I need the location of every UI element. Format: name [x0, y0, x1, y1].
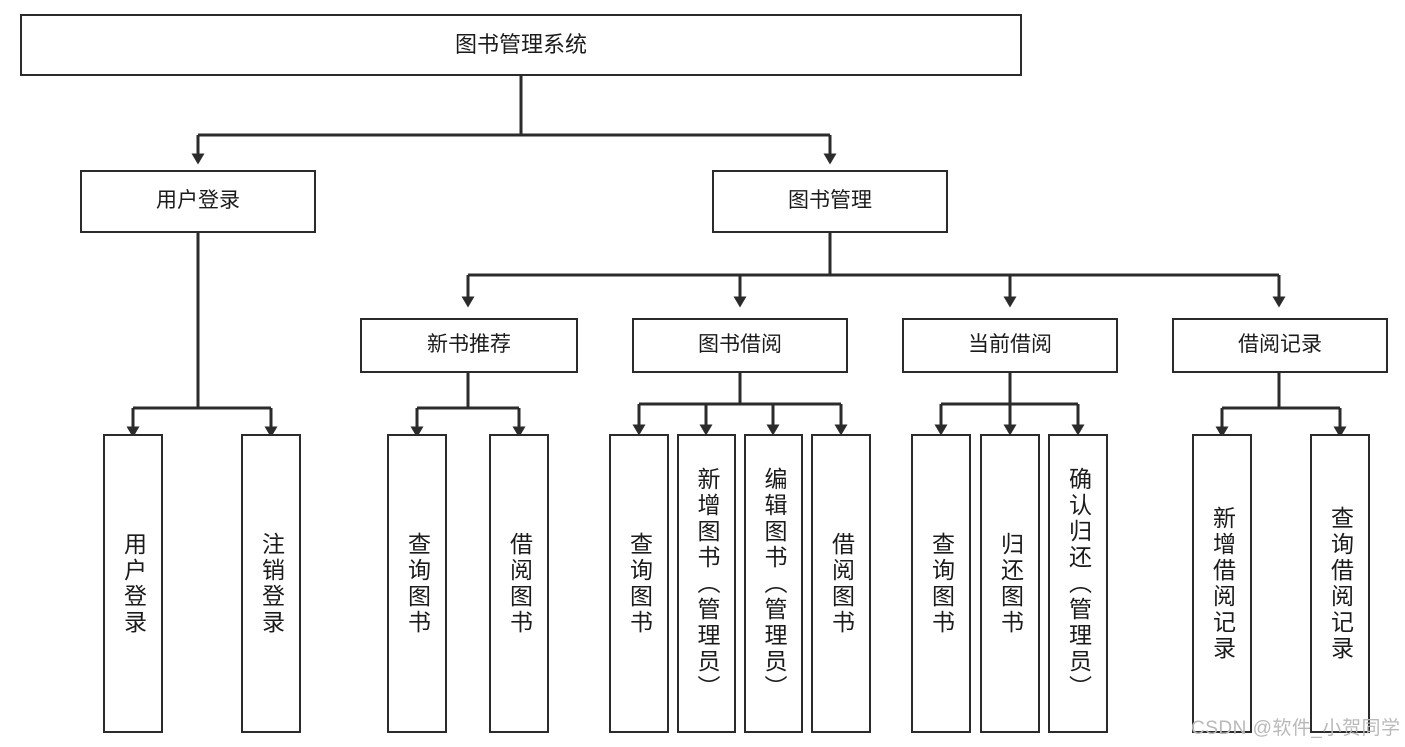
node-current-borrow-label: 当前借阅 [968, 333, 1052, 357]
node-leaf-logout-label: 注销登录 [258, 531, 285, 636]
node-book-borrow[interactable]: 图书借阅 [632, 318, 848, 373]
node-leaf-query-book-1-label: 查询图书 [404, 531, 431, 636]
node-new-book-recommend-label: 新书推荐 [427, 333, 511, 357]
node-leaf-query-book-3[interactable]: 查询图书 [911, 434, 971, 733]
node-leaf-logout[interactable]: 注销登录 [241, 434, 301, 733]
node-leaf-user-login[interactable]: 用户登录 [103, 434, 163, 733]
node-leaf-user-login-label: 用户登录 [120, 531, 147, 636]
node-leaf-add-book[interactable]: 新增图书（管理员） [677, 434, 736, 733]
node-book-borrow-label: 图书借阅 [698, 333, 782, 357]
node-leaf-return-book-label: 归还图书 [997, 531, 1024, 636]
node-leaf-confirm-return[interactable]: 确认归还（管理员） [1048, 434, 1108, 733]
node-leaf-query-book-3-label: 查询图书 [928, 531, 955, 636]
node-book-manage-label: 图书管理 [788, 189, 872, 213]
node-borrow-record-label: 借阅记录 [1238, 333, 1322, 357]
node-leaf-borrow-book-1[interactable]: 借阅图书 [489, 434, 549, 733]
node-root-label: 图书管理系统 [454, 32, 587, 58]
node-user-login-label: 用户登录 [156, 189, 240, 213]
csdn-watermark: CSDN @软件_小贺同学 [1191, 718, 1401, 739]
node-leaf-borrow-book-2-label: 借阅图书 [828, 531, 855, 636]
node-leaf-query-record-label: 查询借阅记录 [1327, 505, 1354, 662]
node-leaf-add-book-label: 新增图书（管理员） [694, 466, 720, 701]
node-leaf-add-record-label: 新增借阅记录 [1209, 505, 1236, 662]
node-leaf-query-book-2[interactable]: 查询图书 [609, 434, 669, 733]
node-leaf-borrow-book-1-label: 借阅图书 [506, 531, 533, 636]
node-new-book-recommend[interactable]: 新书推荐 [360, 318, 578, 373]
node-leaf-confirm-return-label: 确认归还（管理员） [1065, 466, 1092, 701]
node-user-login[interactable]: 用户登录 [80, 170, 316, 233]
node-root[interactable]: 图书管理系统 [20, 14, 1022, 76]
node-leaf-add-record[interactable]: 新增借阅记录 [1192, 434, 1252, 733]
node-leaf-query-book-1[interactable]: 查询图书 [387, 434, 447, 733]
node-leaf-edit-book-label: 编辑图书（管理员） [761, 466, 787, 701]
node-leaf-query-book-2-label: 查询图书 [626, 531, 653, 636]
node-leaf-edit-book[interactable]: 编辑图书（管理员） [744, 434, 803, 733]
node-book-manage[interactable]: 图书管理 [712, 170, 948, 233]
node-leaf-query-record[interactable]: 查询借阅记录 [1310, 434, 1370, 733]
node-leaf-borrow-book-2[interactable]: 借阅图书 [811, 434, 871, 733]
node-current-borrow[interactable]: 当前借阅 [902, 318, 1118, 373]
node-leaf-return-book[interactable]: 归还图书 [980, 434, 1040, 733]
node-borrow-record[interactable]: 借阅记录 [1172, 318, 1388, 373]
